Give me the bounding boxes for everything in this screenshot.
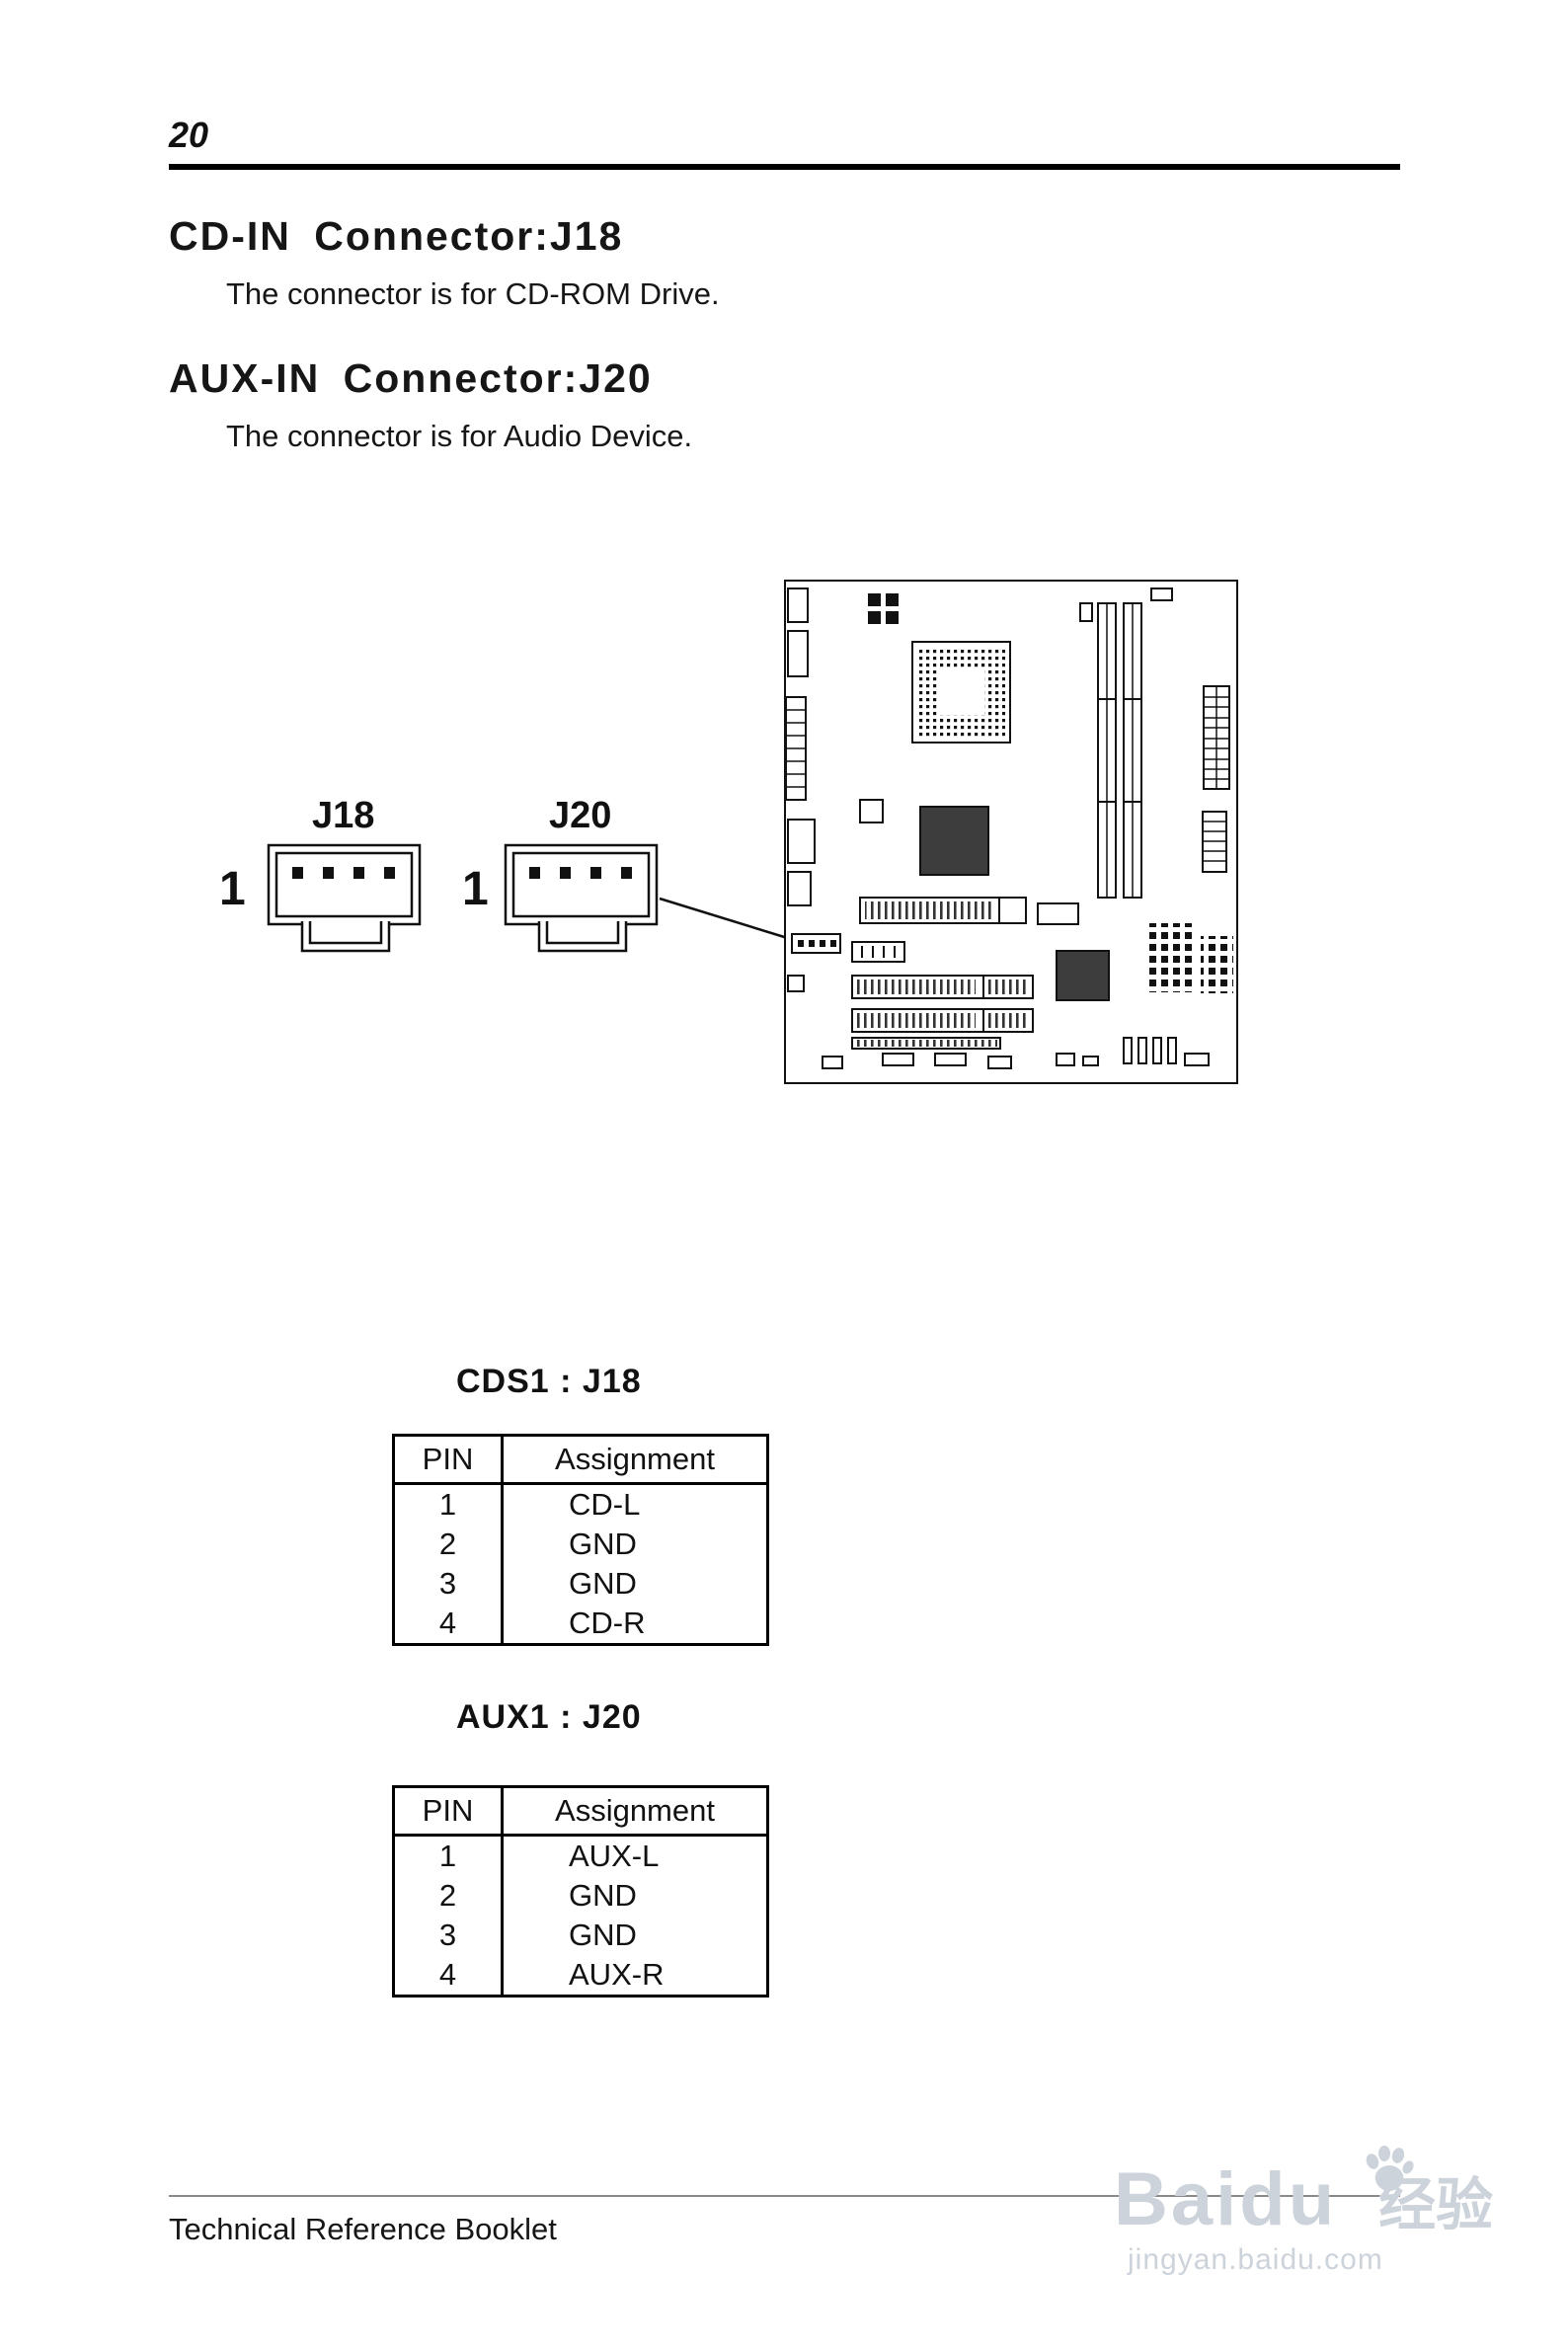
pin-cell: 2 bbox=[393, 1876, 504, 1916]
j18-label: J18 bbox=[312, 795, 374, 836]
footer-text: Technical Reference Booklet bbox=[169, 2212, 557, 2246]
top-rule bbox=[169, 164, 1400, 170]
assignment-cell: GND bbox=[569, 1566, 637, 1601]
io-port-1 bbox=[787, 588, 809, 623]
j20-pins bbox=[529, 867, 632, 879]
watermark-brand-text: Baidu bbox=[1114, 2157, 1338, 2241]
io-port-2 bbox=[787, 630, 809, 677]
j18-pin1-label: 1 bbox=[219, 863, 246, 915]
cds1-pin-table: PIN Assignment 1 CD-L 2 GND 3 GND 4 CD-R bbox=[392, 1434, 769, 1646]
table-row: 4 CD-R bbox=[393, 1604, 768, 1645]
paw-icon bbox=[1366, 2146, 1414, 2191]
front-panel-header bbox=[1149, 923, 1194, 992]
assignment-column-header: Assignment bbox=[502, 1786, 768, 1837]
table-row: 3 GND bbox=[393, 1916, 768, 1955]
table-row: 3 GND bbox=[393, 1564, 768, 1604]
fan-header-1 bbox=[1079, 602, 1093, 622]
cpu-socket bbox=[911, 641, 1011, 744]
motherboard-diagram bbox=[784, 580, 1238, 1084]
page-number: 20 bbox=[169, 115, 209, 155]
assignment-cell: GND bbox=[569, 1918, 637, 1952]
aux1-table-title: AUX1 : J20 bbox=[456, 1698, 642, 1736]
power-connector-2 bbox=[1202, 811, 1227, 873]
agp-slot bbox=[859, 897, 1079, 925]
atx-power-connector bbox=[1203, 685, 1230, 790]
assignment-cell: AUX-R bbox=[569, 1957, 665, 1992]
table-row: 1 AUX-L bbox=[393, 1835, 768, 1876]
assignment-cell: GND bbox=[569, 1527, 637, 1561]
heading-cdin-connector: CD-IN Connector:J18 bbox=[169, 213, 624, 259]
pin-cell: 1 bbox=[393, 1483, 504, 1525]
onboard-cdin-connector bbox=[791, 933, 841, 954]
j18-connector-drawing bbox=[267, 843, 422, 953]
heading-auxin-connector: AUX-IN Connector:J20 bbox=[169, 355, 653, 401]
pointer-line bbox=[659, 897, 795, 942]
io-striped-port bbox=[785, 696, 807, 801]
fan-header-2 bbox=[1150, 588, 1173, 601]
ram-slots bbox=[1097, 602, 1142, 899]
pin-cell: 2 bbox=[393, 1525, 504, 1564]
body-auxin-connector: The connector is for Audio Device. bbox=[226, 419, 693, 453]
pin-cell: 4 bbox=[393, 1955, 504, 1997]
watermark-url: jingyan.baidu.com bbox=[1128, 2243, 1383, 2276]
connector-location-diagram: J18 J20 1 1 bbox=[219, 580, 1238, 1084]
pin-cell: 3 bbox=[393, 1564, 504, 1604]
assignment-cell: GND bbox=[569, 1878, 637, 1913]
pci-slot-1 bbox=[851, 975, 1034, 999]
mounting-block bbox=[868, 593, 899, 624]
body-cdin-connector: The connector is for CD-ROM Drive. bbox=[226, 276, 720, 311]
footer-rule bbox=[169, 2195, 1400, 2197]
pin-cell: 3 bbox=[393, 1916, 504, 1955]
assignment-cell: CD-L bbox=[569, 1487, 641, 1522]
pin-column-header: PIN bbox=[393, 1435, 504, 1485]
aux1-pin-table: PIN Assignment 1 AUX-L 2 GND 3 GND 4 AUX… bbox=[392, 1785, 769, 1998]
io-port-3 bbox=[787, 819, 816, 864]
j18-pins bbox=[292, 867, 395, 879]
gpio-header bbox=[1201, 936, 1233, 993]
southbridge-chip bbox=[1056, 950, 1110, 1001]
table-header-row: PIN Assignment bbox=[393, 1786, 768, 1837]
battery bbox=[859, 799, 884, 823]
cds1-table-title: CDS1 : J18 bbox=[456, 1363, 642, 1400]
table-row: 4 AUX-R bbox=[393, 1955, 768, 1997]
table-row: 2 GND bbox=[393, 1876, 768, 1916]
table-header-row: PIN Assignment bbox=[393, 1435, 768, 1485]
bottom-headers bbox=[822, 1037, 1210, 1069]
j20-connector-drawing bbox=[504, 843, 659, 953]
table-row: 2 GND bbox=[393, 1525, 768, 1564]
pin-column-header: PIN bbox=[393, 1786, 504, 1837]
onboard-auxin-connector bbox=[851, 941, 905, 963]
io-port-4 bbox=[787, 871, 812, 906]
pci-slot-2 bbox=[851, 1008, 1034, 1033]
assignment-cell: CD-R bbox=[569, 1606, 646, 1640]
j20-pin1-label: 1 bbox=[462, 863, 489, 915]
j20-label: J20 bbox=[549, 795, 611, 836]
table-row: 1 CD-L bbox=[393, 1483, 768, 1525]
pin-cell: 4 bbox=[393, 1604, 504, 1645]
io-port-5 bbox=[787, 975, 805, 992]
northbridge-chip bbox=[919, 806, 989, 876]
pin-cell: 1 bbox=[393, 1835, 504, 1876]
assignment-column-header: Assignment bbox=[502, 1435, 768, 1485]
assignment-cell: AUX-L bbox=[569, 1839, 660, 1873]
